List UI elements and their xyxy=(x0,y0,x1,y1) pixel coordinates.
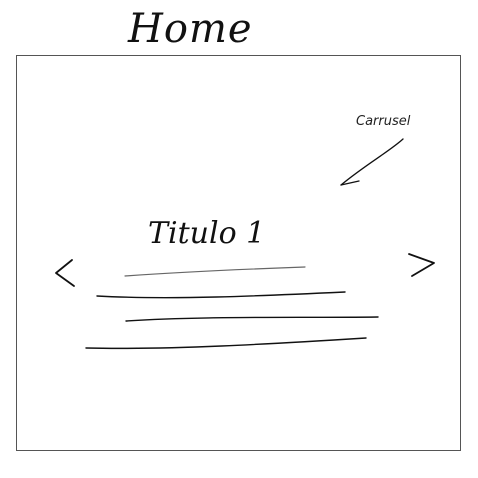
title-underline xyxy=(124,266,306,277)
text-line-2 xyxy=(125,316,379,322)
chevron-left-icon[interactable] xyxy=(52,256,78,290)
chevron-right-icon[interactable] xyxy=(405,250,439,278)
text-line-1 xyxy=(96,291,346,299)
page-title: Home xyxy=(128,6,253,52)
text-line-3 xyxy=(85,337,367,350)
page-frame xyxy=(16,55,461,451)
slide-title: Titulo 1 xyxy=(148,216,266,251)
carousel-annotation: Carrusel xyxy=(356,114,411,129)
annotation-arrow-icon xyxy=(340,138,404,186)
